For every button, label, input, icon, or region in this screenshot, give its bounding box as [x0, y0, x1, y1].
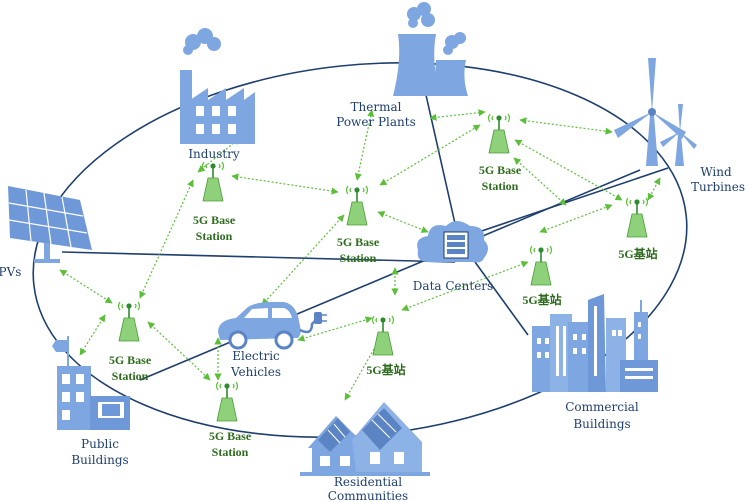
bs-label-4b: Station	[112, 369, 149, 383]
ev-label-2: Vehicles	[230, 365, 281, 379]
tower-icon	[215, 381, 239, 422]
bs-label-1a: 5G Base	[193, 213, 236, 227]
tower-icon	[371, 315, 395, 356]
commercial-label-1: Commercial	[565, 400, 639, 414]
industry-label: Industry	[188, 147, 240, 161]
thermal-label-2: Power Plants	[336, 115, 416, 129]
tower-icon	[487, 113, 511, 154]
wind-label-2: Turbines	[691, 180, 745, 194]
line-pvs-dc	[61, 251, 456, 263]
link	[647, 177, 661, 201]
tower-icon	[201, 161, 225, 202]
data-centers-label: Data Centers	[413, 279, 493, 293]
thermal-plant-icon	[393, 2, 468, 96]
bs-label-2a: 5G Base	[337, 235, 380, 249]
public-label-1: Public	[81, 437, 119, 451]
ev-label-1: Electric	[232, 349, 280, 363]
tower-icon	[529, 245, 553, 286]
link	[429, 109, 486, 121]
tower-icon	[345, 185, 369, 226]
wind-label-1: Wind	[700, 165, 732, 179]
bs-label-6: 5G基站	[618, 246, 657, 261]
link	[297, 316, 373, 342]
bs-label-3a: 5G Base	[479, 163, 522, 177]
link	[231, 173, 339, 195]
bs-label-7: 5G基站	[522, 292, 561, 307]
public-label-2: Buildings	[71, 453, 128, 467]
residential-label-1: Residential	[334, 475, 402, 489]
line-thermal-dc	[425, 94, 457, 229]
link	[513, 157, 567, 206]
base-station-8: 5G基站	[366, 315, 406, 377]
tower-icon	[117, 301, 141, 342]
link	[539, 203, 613, 234]
link	[514, 139, 623, 201]
base-station-7: 5G基站	[522, 245, 562, 307]
solar-panel-icon	[8, 186, 92, 263]
base-station-6: 5G基站	[618, 197, 658, 261]
base-station-1: 5G Base Station	[193, 161, 236, 243]
link	[261, 214, 345, 306]
link	[379, 124, 481, 186]
base-station-3: 5G Base Station	[479, 113, 522, 193]
base-station-2: 5G Base Station	[337, 185, 380, 265]
wind-turbine-icon	[614, 58, 697, 166]
bs-label-4a: 5G Base	[109, 353, 152, 367]
comm-links	[59, 109, 661, 401]
commercial-buildings-icon	[532, 294, 658, 392]
link	[79, 314, 106, 356]
bs-label-3b: Station	[482, 179, 519, 193]
bs-label-1b: Station	[196, 229, 233, 243]
line-dc-commercial	[474, 261, 529, 336]
link	[139, 179, 194, 299]
base-station-5: 5G Base Station	[209, 381, 252, 459]
factory-icon	[180, 28, 255, 144]
link	[377, 211, 429, 233]
bs-label-8: 5G基站	[366, 362, 405, 377]
bs-label-2b: Station	[340, 251, 377, 265]
base-station-4: 5G Base Station	[109, 301, 152, 383]
commercial-label-2: Buildings	[573, 417, 630, 431]
data-center-icon	[417, 221, 488, 263]
public-building-icon	[52, 336, 130, 430]
link	[519, 117, 613, 135]
tower-icon	[625, 197, 649, 238]
residential-label-2: Communities	[328, 489, 408, 502]
link	[59, 269, 113, 304]
link	[401, 260, 529, 312]
bs-label-5b: Station	[212, 445, 249, 459]
link	[147, 321, 211, 381]
thermal-label-1: Thermal	[351, 100, 402, 114]
electric-car-icon	[218, 302, 327, 350]
bs-label-5a: 5G Base	[209, 429, 252, 443]
residential-houses-icon	[300, 402, 430, 476]
pvs-label: PVs	[0, 265, 21, 279]
